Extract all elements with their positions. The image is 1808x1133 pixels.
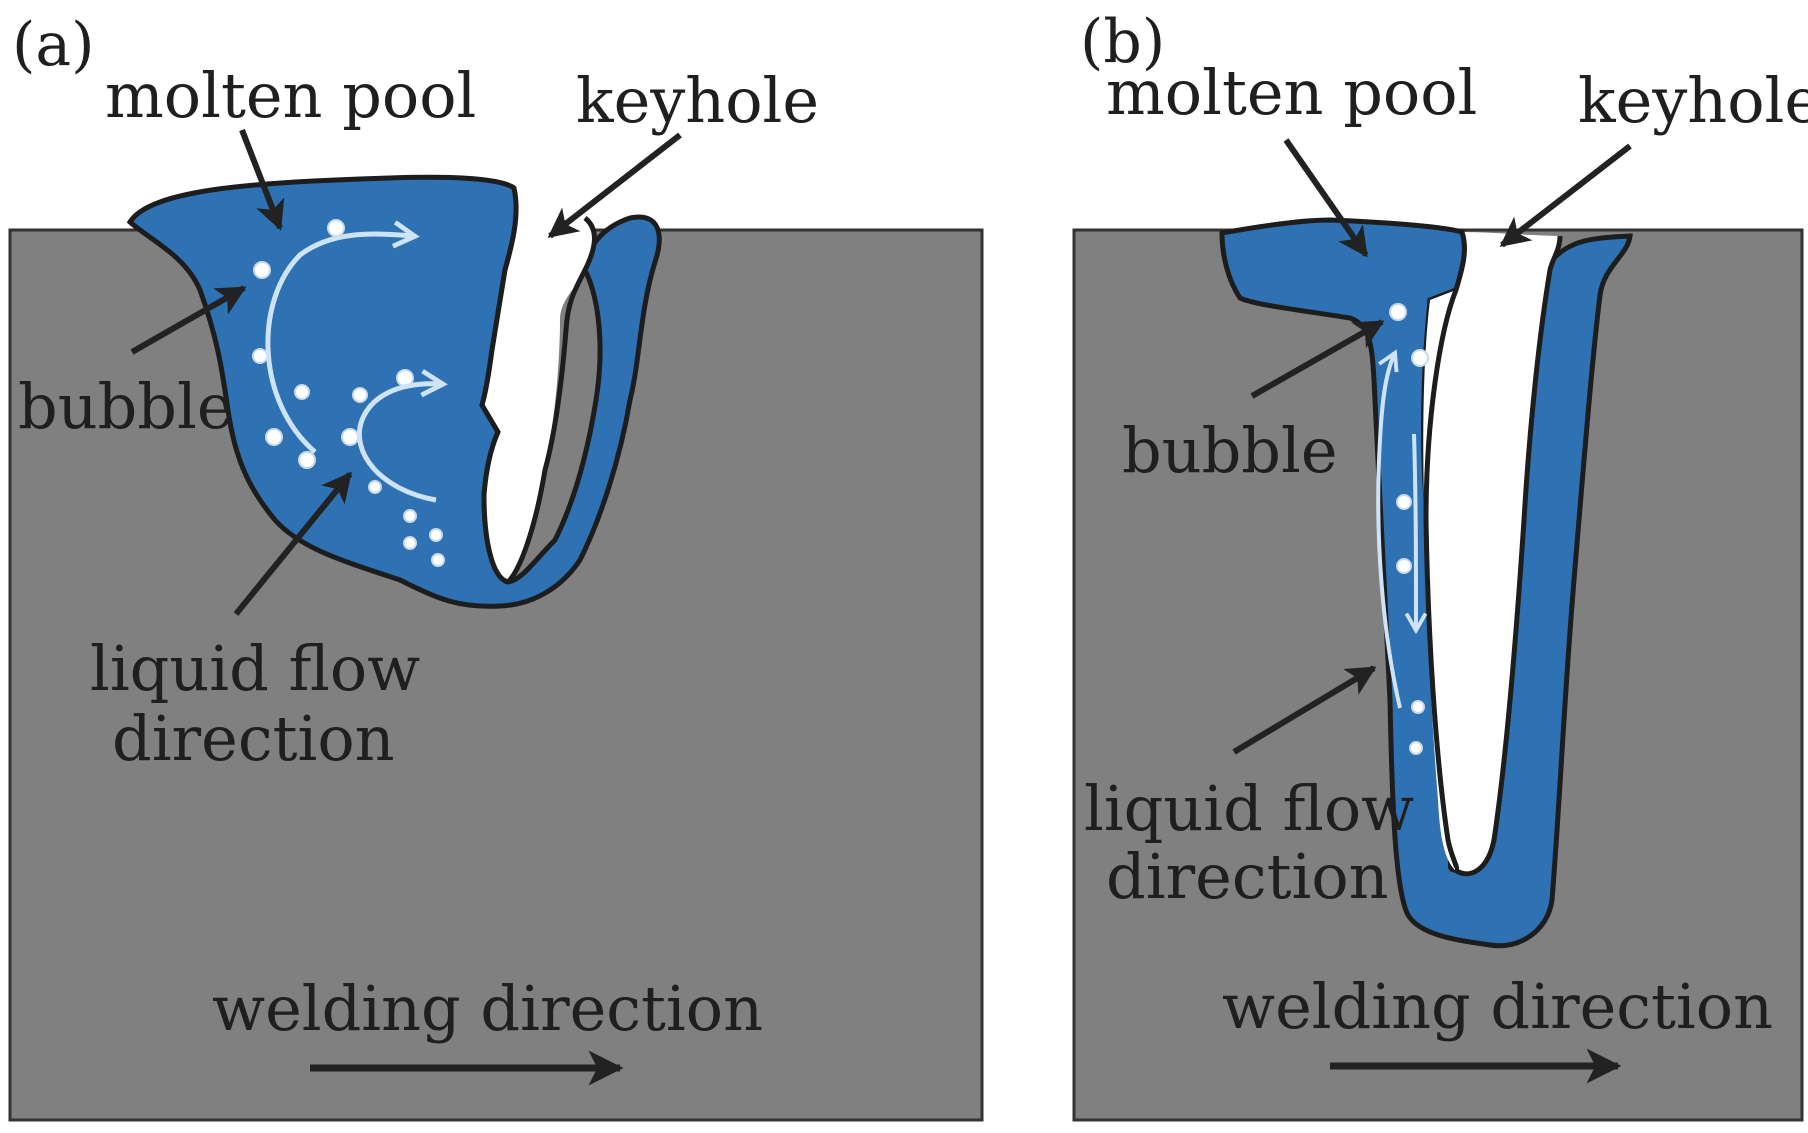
flow-label-b-line2: direction <box>1106 840 1389 913</box>
keyhole-label-b: keyhole <box>1578 64 1808 137</box>
panel-b: (b) molten pool keyhole bubble liquid fl… <box>1072 7 1808 1122</box>
flow-label-a-line2: direction <box>112 702 395 775</box>
callout-arrow-flow-b <box>1232 665 1377 755</box>
bubble-a-4 <box>294 384 310 400</box>
bubble-a-11 <box>403 509 417 523</box>
bubble-a-1 <box>327 219 345 237</box>
flow-arrow-a-2 <box>356 369 448 503</box>
molten-pool-label-b: molten pool <box>1106 56 1477 129</box>
bubble-a-7 <box>265 428 283 446</box>
flow-arrow-a-1 <box>265 220 420 454</box>
panel-tag-a: (a) <box>12 10 95 80</box>
bubble-a-3 <box>252 348 268 364</box>
bubble-a-2 <box>253 261 271 279</box>
callout-arrow-keyhole-b <box>1499 143 1632 248</box>
callout-arrow-bubble-a <box>130 285 247 355</box>
molten-pool-label-a: molten pool <box>105 59 476 132</box>
keyhole-label-a: keyhole <box>576 64 819 137</box>
bubble-a-12 <box>429 528 443 542</box>
callout-arrow-keyhole-a <box>547 132 682 239</box>
bubble-b-3 <box>1396 494 1412 510</box>
flow-arrow-b-1 <box>1376 349 1402 709</box>
bubble-label-a: bubble <box>18 370 234 443</box>
bubble-a-10 <box>368 480 382 494</box>
bubble-a-9 <box>298 451 316 469</box>
bubbles-b <box>1389 303 1429 755</box>
flow-label-b-line1: liquid flow <box>1084 772 1414 845</box>
panel-tag-b: (b) <box>1080 7 1165 77</box>
bubble-label-b: bubble <box>1122 414 1338 487</box>
bubble-a-8 <box>341 428 359 446</box>
flow-arrow-b-2 <box>1404 433 1428 635</box>
panel-a: (a) molten pool keyhole bubble liquid fl… <box>8 10 984 1122</box>
bubble-a-13 <box>403 536 417 550</box>
flow-label-a-line1: liquid flow <box>90 632 420 705</box>
bubble-a-14 <box>431 553 445 567</box>
callout-arrow-molten-pool-b <box>1283 138 1369 258</box>
welding-direction-label-b: welding direction <box>1222 970 1773 1043</box>
callout-arrow-flow-a <box>233 471 353 616</box>
bubble-b-2 <box>1411 349 1429 367</box>
bubble-b-4 <box>1396 558 1412 574</box>
bubble-b-1 <box>1389 303 1407 321</box>
keyhole-a <box>482 187 595 583</box>
welding-direction-label-a: welding direction <box>212 972 763 1045</box>
keyhole-b <box>1423 232 1560 874</box>
callout-arrow-molten-pool-a <box>239 128 285 231</box>
callout-arrow-bubble-b <box>1250 319 1385 399</box>
bubble-b-6 <box>1409 741 1423 755</box>
bubble-a-6 <box>352 387 368 403</box>
bubbles-a <box>252 219 445 567</box>
bubble-b-5 <box>1411 700 1425 714</box>
